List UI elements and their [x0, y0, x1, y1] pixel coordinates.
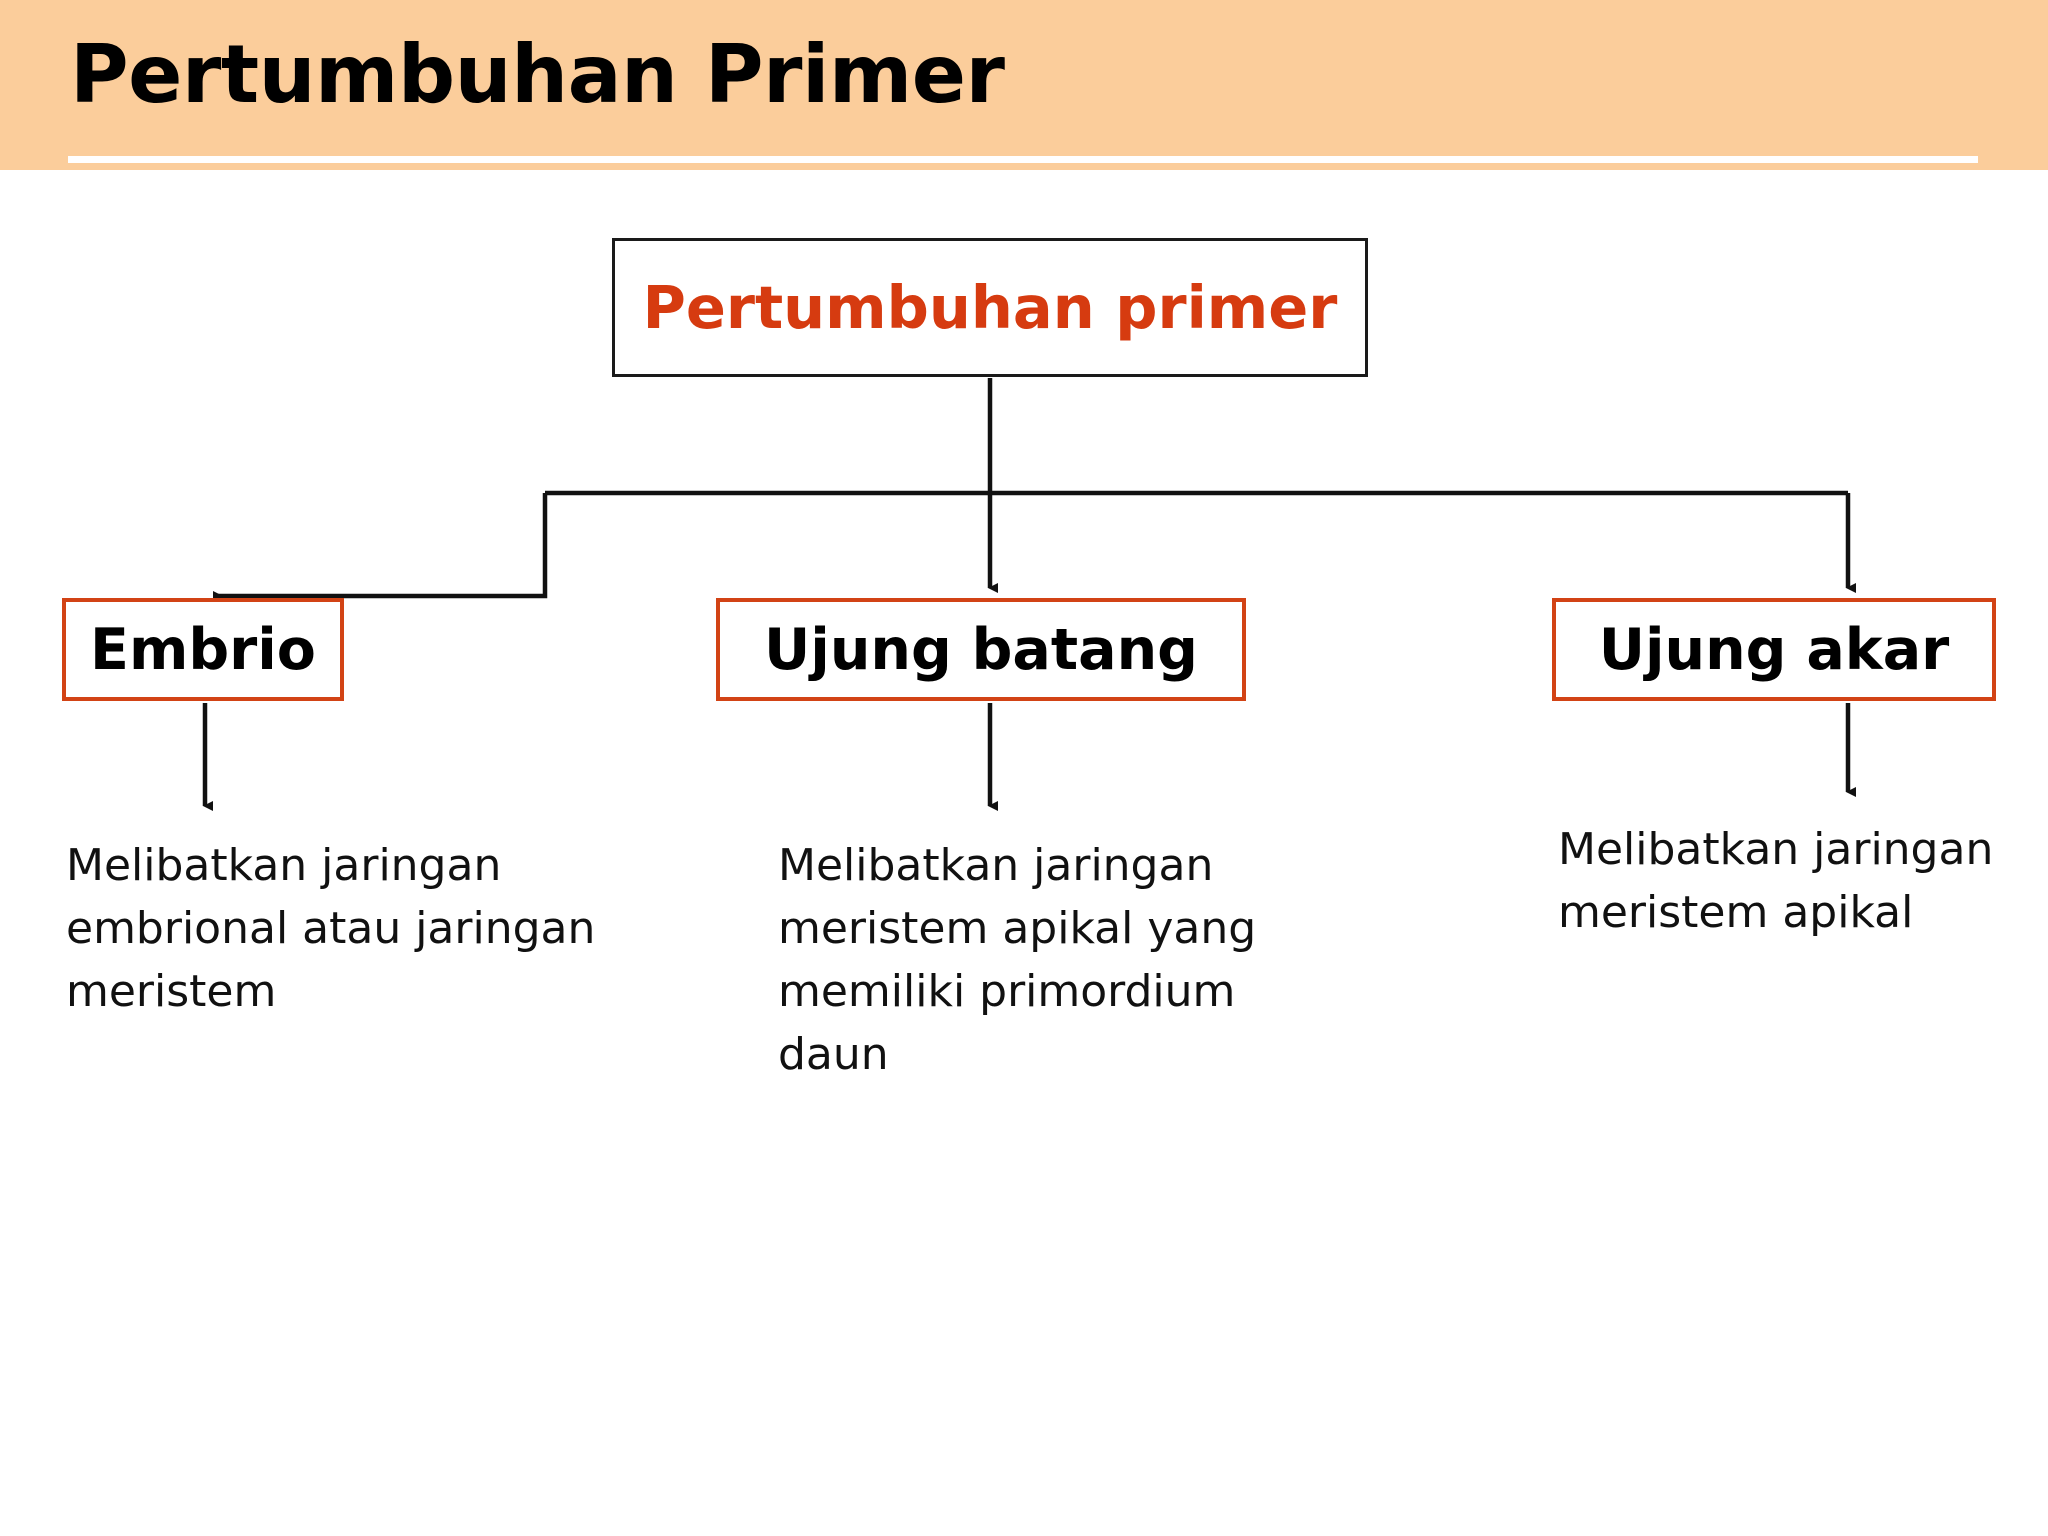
- description-embrio: Melibatkan jaringan embrional atau jarin…: [66, 840, 596, 1017]
- node-label: Pertumbuhan primer: [642, 272, 1338, 342]
- node-ujung-akar[interactable]: Ujung akar: [1552, 598, 1996, 701]
- header-divider: [68, 156, 1978, 163]
- page-title: Pertumbuhan Primer: [70, 28, 1005, 121]
- connector-to-embrio: [213, 493, 548, 601]
- node-label: Ujung batang: [764, 616, 1198, 683]
- description-ujung-batang: Melibatkan jaringan meristem apikal yang…: [778, 840, 1257, 1080]
- description-ujung-akar: Melibatkan jaringan meristem apikal: [1558, 824, 1994, 938]
- node-label: Ujung akar: [1598, 616, 1950, 683]
- node-label: Embrio: [90, 616, 316, 683]
- node-ujung-batang[interactable]: Ujung batang: [716, 598, 1246, 701]
- node-pertumbuhan-primer[interactable]: Pertumbuhan primer: [612, 238, 1368, 377]
- node-embrio[interactable]: Embrio: [62, 598, 344, 701]
- header-band: [0, 0, 2048, 170]
